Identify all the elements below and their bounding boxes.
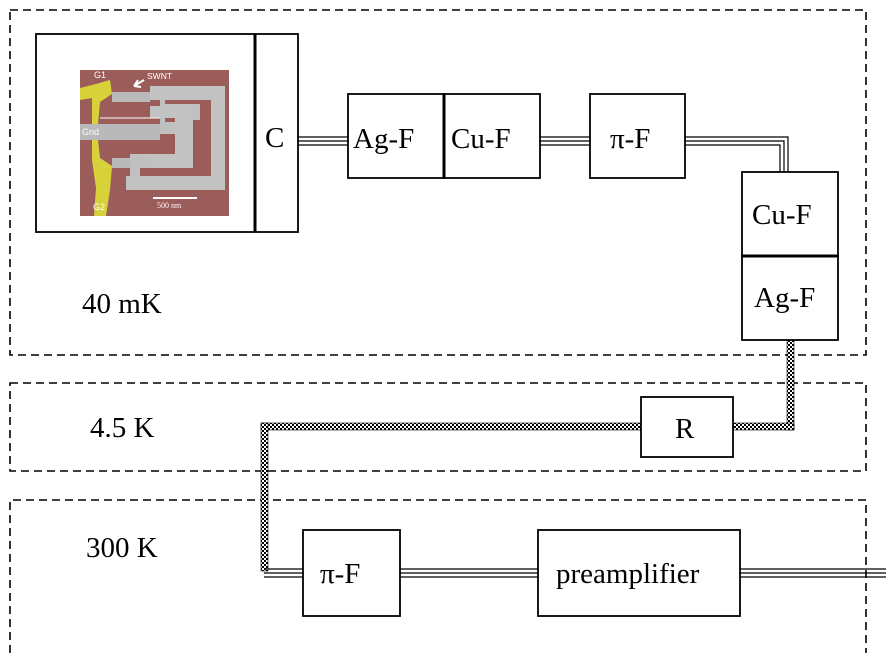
pi-filter-top: π-F [589,93,686,179]
ag-filter-top: Ag-F [347,93,445,179]
ground-label: Gnd [82,127,99,137]
zone-label-40mk: 40 mK [82,288,162,320]
pi-filter-top-label: π-F [610,123,650,155]
cu-filter-top: Cu-F [443,93,541,179]
triple-wire-top [298,136,789,172]
pi-filter-bottom-label: π-F [320,558,360,590]
ag-filter-right-label: Ag-F [754,282,815,314]
ag-filter-right: Ag-F [741,255,839,341]
gate1-label: G1 [94,70,106,80]
capacitor-label: C [265,122,284,154]
resistor: R [640,396,734,458]
zone-4-5k-border [9,382,867,472]
preamplifier-label: preamplifier [556,558,700,590]
zone-label-300k: 300 K [86,532,158,564]
triple-wire-bottom [264,568,886,578]
resistor-label: R [675,413,695,445]
swnt-label: SWNT [147,71,172,81]
cu-filter-right: Cu-F [741,171,839,257]
scale-bar-label: 500 nm [157,201,182,210]
pi-filter-bottom: π-F [302,529,401,617]
zone-label-4-5k: 4.5 K [90,412,155,444]
cu-filter-top-label: Cu-F [451,123,511,155]
cu-filter-right-label: Cu-F [752,199,812,231]
preamplifier: preamplifier [537,529,741,617]
gate2-label: G2 [93,202,105,212]
device-afm-image: G1 G2 Gnd SWNT 500 nm [80,70,229,216]
ag-filter-top-label: Ag-F [353,123,414,155]
zone-40mk-border [9,9,867,356]
